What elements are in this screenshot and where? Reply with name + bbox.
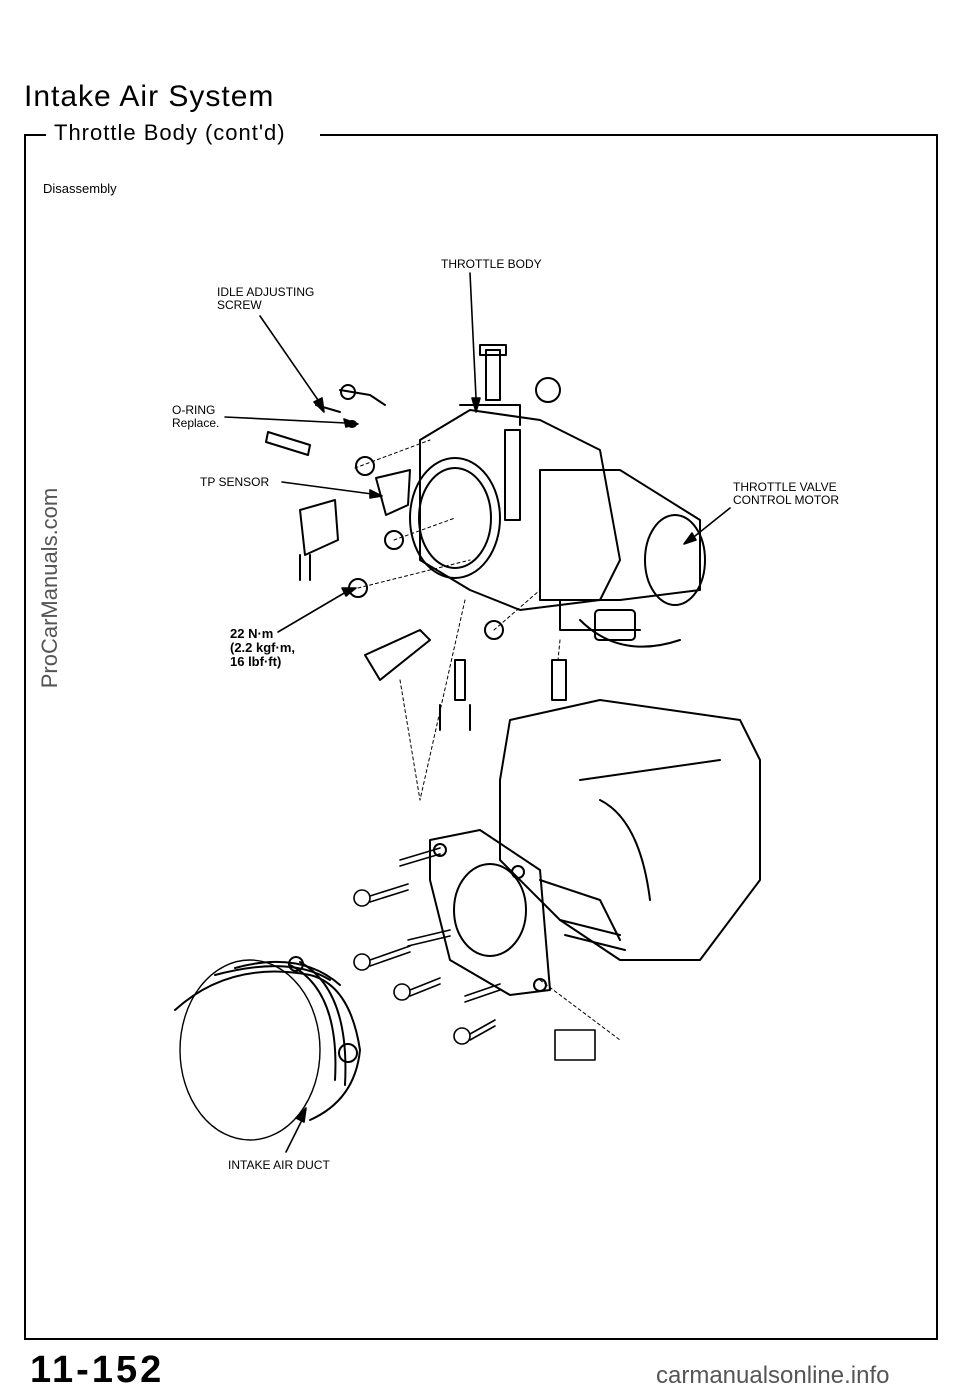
label-throttle-body: THROTTLE BODY: [441, 257, 542, 271]
section-subtitle: Throttle Body (cont'd): [50, 120, 290, 146]
frame-top-left-rule: [24, 134, 46, 136]
content-frame: [24, 134, 938, 1340]
assembly-guides: [354, 439, 621, 1041]
label-intake-air-duct: INTAKE AIR DUCT: [228, 1158, 330, 1172]
small-parts: [265, 344, 567, 731]
adapter-plate-part: [429, 829, 551, 996]
page-title: Intake Air System: [24, 80, 275, 113]
intake-air-duct-part: [174, 956, 361, 1141]
intake-manifold-part: [499, 699, 761, 961]
watermark-bottom: carmanualsonline.info: [656, 1362, 890, 1389]
label-torque-spec: 22 N·m (2.2 kgf·m, 16 lbf·ft): [230, 626, 296, 669]
label-throttle-valve-control-motor: THROTTLE VALVE CONTROL MOTOR: [733, 480, 840, 507]
watermark-side: ProCarManuals.com: [37, 487, 62, 689]
page-number: 11-152: [30, 1349, 165, 1391]
frame-top-right-rule: [320, 134, 936, 136]
mounting-bolts: [353, 847, 596, 1061]
label-idle-adjusting-screw: IDLE ADJUSTING SCREW: [217, 285, 315, 312]
section-heading: Disassembly: [43, 181, 117, 196]
label-o-ring: O-RING Replace.: [172, 403, 220, 430]
throttle-body-part: [409, 404, 621, 611]
throttle-valve-motor-part: [539, 469, 706, 648]
label-tp-sensor: TP SENSOR: [200, 475, 270, 489]
